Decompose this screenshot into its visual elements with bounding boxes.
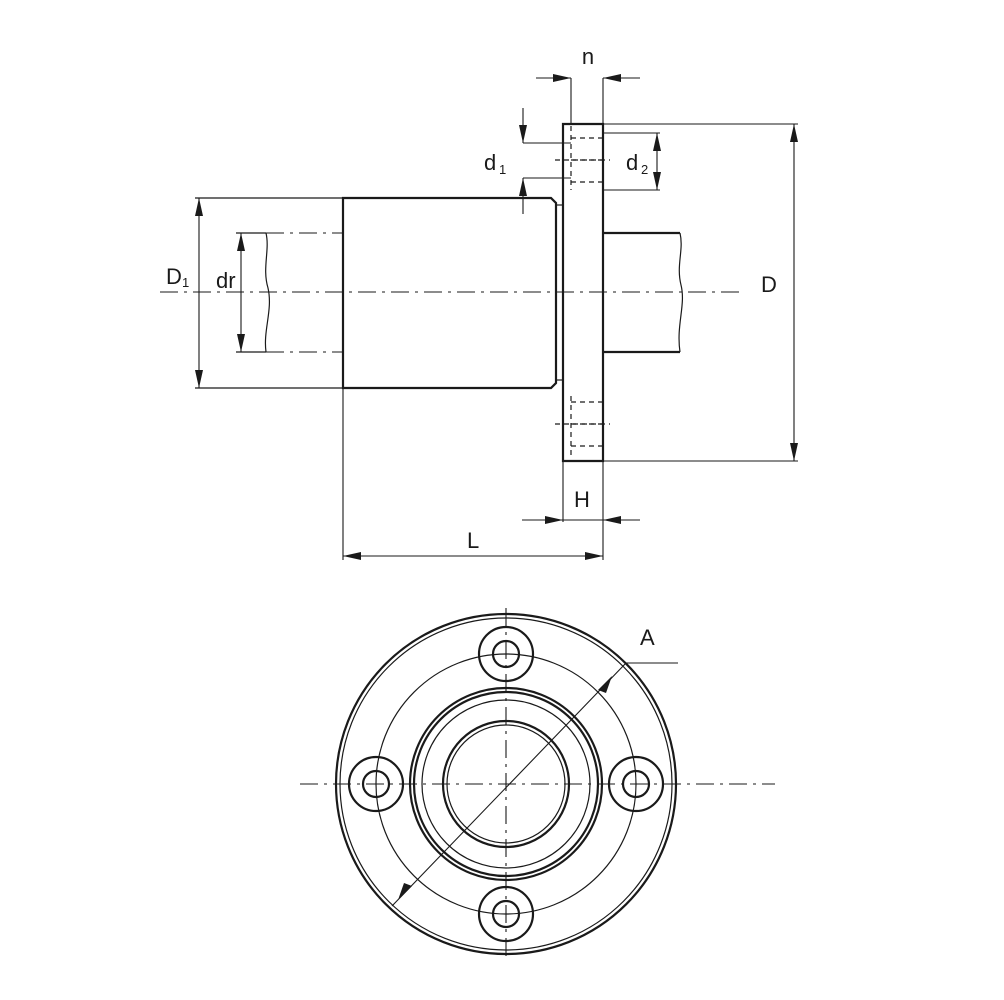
bearing-body-outline	[341, 196, 558, 390]
dimension-dr: dr	[216, 232, 266, 353]
label-n: n	[582, 44, 594, 69]
dimension-H: H	[522, 461, 640, 560]
dimension-D: D	[603, 123, 798, 462]
dimension-D1: D 1	[166, 198, 203, 388]
shaft-right	[603, 231, 680, 354]
bolt-pitch-circle	[375, 653, 637, 915]
body-outer-circle	[408, 686, 604, 882]
label-d2-sub: 2	[641, 162, 648, 177]
label-d1: d	[484, 150, 496, 175]
side-view: n d 1 d 2 D 1	[160, 44, 798, 560]
label-A: A	[640, 625, 655, 650]
label-D: D	[761, 272, 777, 297]
label-D1: D	[166, 264, 182, 289]
bore-circle	[441, 719, 571, 849]
bolt-hole-left	[347, 755, 405, 813]
label-dr: dr	[216, 268, 236, 293]
bolt-hole-hidden-top	[555, 126, 610, 190]
label-d2: d	[626, 150, 638, 175]
dimension-L: L	[342, 388, 603, 560]
dimension-A: A	[391, 625, 678, 907]
dimension-n: n	[536, 44, 640, 124]
bolt-hole-top	[477, 625, 535, 683]
label-D1-sub: 1	[182, 275, 189, 290]
bolt-hole-bottom	[477, 885, 535, 943]
bolt-hole-right	[607, 755, 665, 813]
front-view: A	[300, 608, 775, 960]
label-H: H	[574, 487, 590, 512]
label-L: L	[467, 528, 479, 553]
label-d1-sub: 1	[499, 162, 506, 177]
bolt-hole-hidden-bottom	[555, 396, 610, 459]
dimension-d2: d 2	[603, 132, 661, 191]
shaft-hidden-left	[266, 232, 343, 353]
flange-outer-circle	[334, 612, 678, 956]
dimension-d1: d 1	[484, 108, 571, 214]
